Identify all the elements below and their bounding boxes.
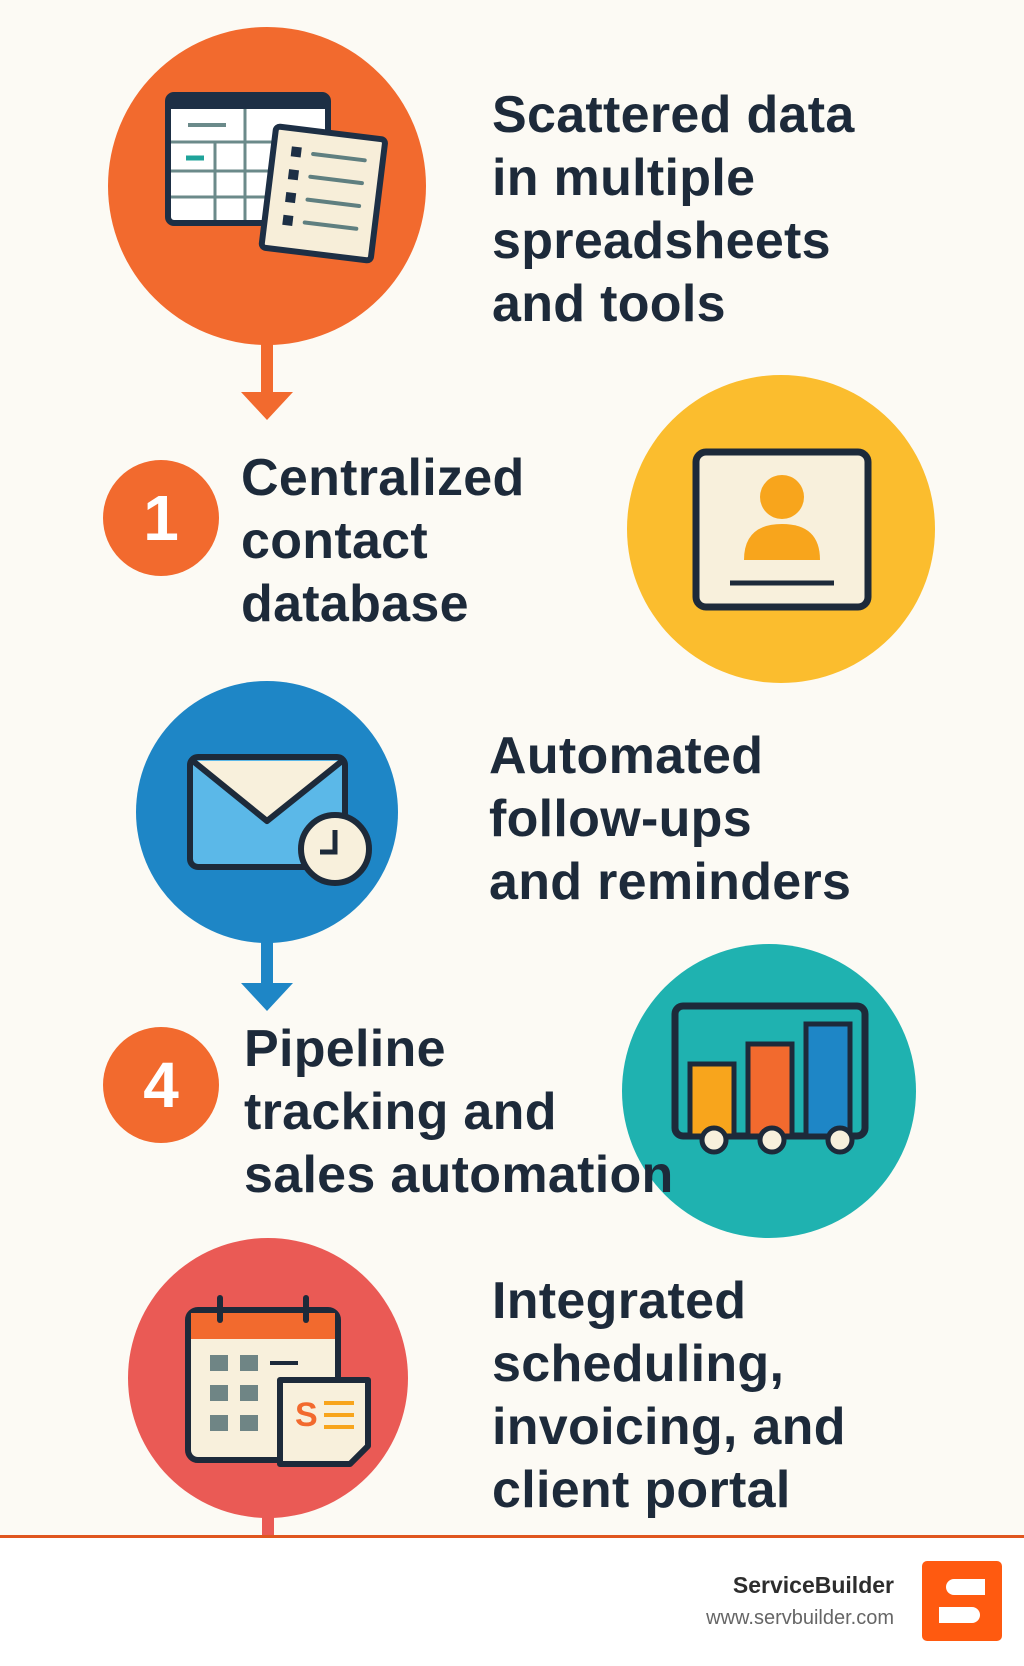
contact-card-icon <box>627 375 935 683</box>
text-line: database <box>241 575 469 633</box>
step-1-text: Scattered data in multiple spreadsheets … <box>492 84 855 336</box>
text-line: Integrated <box>492 1272 747 1330</box>
text-line: spreadsheets <box>492 212 831 270</box>
text-line: and tools <box>492 275 726 333</box>
text-line: client portal <box>492 1461 791 1519</box>
brand-name: ServiceBuilder <box>732 1572 894 1598</box>
brand-url[interactable]: www.servbuilder.com <box>706 1607 894 1629</box>
spreadsheet-circle <box>108 27 426 420</box>
text-line: invoicing, and <box>492 1398 846 1456</box>
step-2-text: Centralized contact database <box>241 447 525 636</box>
text-line: Scattered data <box>492 86 855 144</box>
text-line: follow-ups <box>489 790 752 848</box>
footer <box>0 1538 1024 1666</box>
text-line: tracking and <box>244 1083 557 1141</box>
text-line: contact <box>241 512 429 570</box>
pipeline-chart-icon <box>622 944 916 1238</box>
step-3-text: Automated follow-ups and reminders <box>489 725 851 914</box>
text-line: Pipeline <box>244 1020 446 1078</box>
calendar-invoice-icon: S <box>128 1238 408 1538</box>
step-badge-4: 4 <box>103 1027 219 1143</box>
email-clock-circle <box>136 681 398 1011</box>
arrow-down-icon <box>241 340 293 420</box>
text-line: in multiple <box>492 149 756 207</box>
text-line: Centralized <box>241 449 525 507</box>
text-line: and reminders <box>489 853 852 911</box>
step-4-text: Pipeline tracking and sales automation <box>244 1018 674 1207</box>
text-line: Automated <box>489 727 764 785</box>
footer-divider <box>0 1535 1024 1538</box>
step-5-text: Integrated scheduling, invoicing, and cl… <box>492 1270 846 1522</box>
text-line: sales automation <box>244 1146 674 1204</box>
servicebuilder-logo-icon <box>922 1561 1002 1641</box>
text-line: scheduling, <box>492 1335 785 1393</box>
svg-text:S: S <box>295 1396 318 1434</box>
step-badge-1: 1 <box>103 460 219 576</box>
arrow-down-icon <box>241 940 293 1011</box>
